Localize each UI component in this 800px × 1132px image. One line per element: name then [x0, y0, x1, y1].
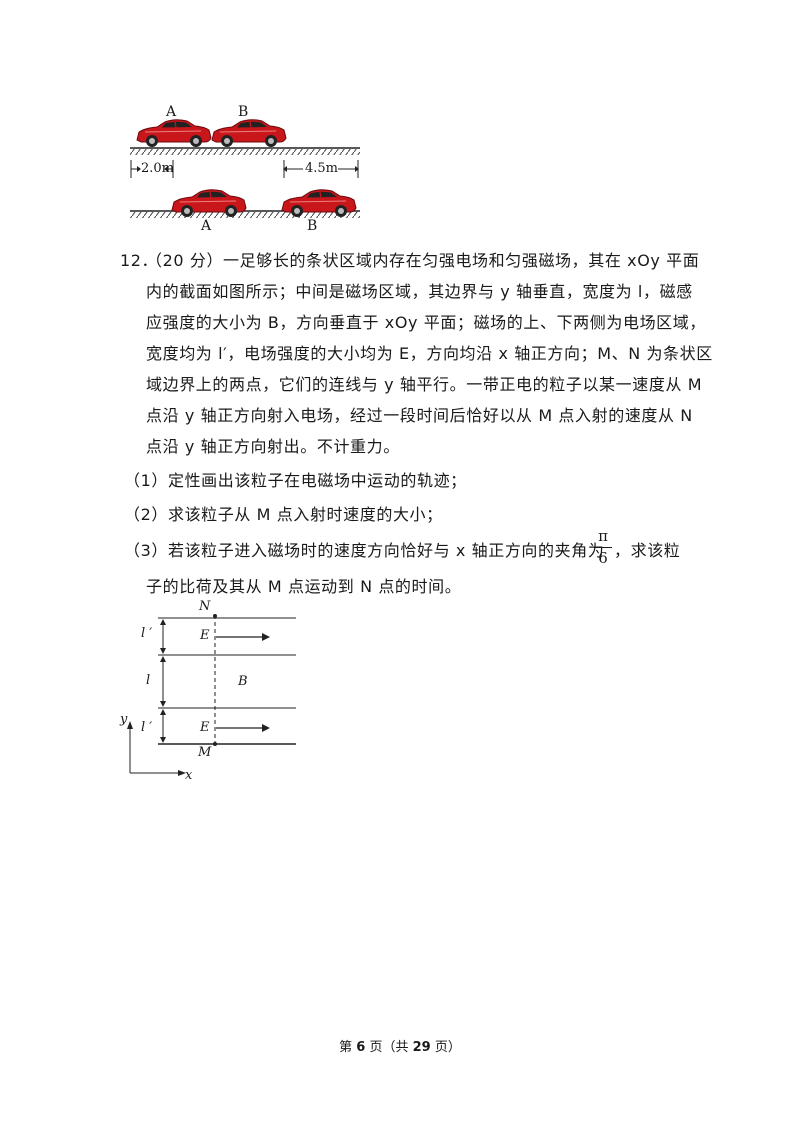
- label-b-top: B: [238, 104, 249, 120]
- label-l-prime-top: l ′: [141, 626, 153, 641]
- ground-hatch-bottom: [130, 212, 360, 218]
- problem-line-1: （20 分）一足够长的条状区域内存在匀强电场和匀强磁场，其在 xOy 平面: [146, 251, 700, 270]
- question-3-line-2: 子的比荷及其从 M 点运动到 N 点的时间。: [146, 577, 462, 596]
- label-e-bottom: E: [200, 720, 210, 735]
- label-l-prime-bottom: l ′: [141, 720, 153, 735]
- footer-suffix: 页）: [430, 1040, 461, 1055]
- label-a-bottom: A: [201, 218, 212, 234]
- fraction-bar: [594, 547, 612, 548]
- car-figure-drawing: [130, 119, 360, 218]
- label-l: l: [146, 673, 151, 688]
- axis-x-label: x: [185, 768, 193, 783]
- car-figure: A B 2.0m 4.5m A B: [0, 0, 800, 240]
- ground-hatch-top: [130, 149, 360, 155]
- problem-number: 12．: [120, 251, 159, 270]
- label-b-field: B: [238, 674, 248, 689]
- axis-y-label: y: [120, 712, 128, 727]
- field-figure: N M l ′ l l ′ E B E y x: [0, 595, 800, 795]
- label-e-top: E: [200, 628, 210, 643]
- footer-middle: 页（共: [365, 1040, 413, 1055]
- question-3-part-1: （3）若该粒子进入磁场时的速度方向恰好与 x 轴正方向的夹角为: [124, 541, 605, 560]
- point-n: [213, 614, 217, 618]
- label-b-bottom: B: [307, 218, 318, 234]
- question-1: （1）定性画出该粒子在电磁场中运动的轨迹；: [124, 471, 467, 490]
- problem-line-3: 应强度的大小为 B，方向垂直于 xOy 平面；磁场的上、下两侧为电场区域，: [146, 313, 706, 332]
- footer-prefix: 第: [339, 1040, 357, 1055]
- footer-page-number: 6: [356, 1040, 366, 1055]
- label-n: N: [199, 599, 211, 614]
- problem-line-6: 点沿 y 轴正方向射入电场，经过一段时间后恰好以从 M 点入射的速度从 N: [146, 406, 693, 425]
- car-a-top: [136, 119, 212, 148]
- footer-total-pages: 29: [412, 1040, 431, 1055]
- point-m: [213, 742, 217, 746]
- problem-line-7: 点沿 y 轴正方向射出。不计重力。: [146, 437, 400, 456]
- label-m: M: [198, 745, 212, 760]
- field-figure-drawing: [127, 614, 296, 776]
- fraction-numerator: π: [598, 527, 608, 545]
- problem-line-4: 宽度均为 l′，电场强度的大小均为 E，方向均沿 x 轴正方向；M、N 为条状区: [146, 344, 713, 363]
- problem-line-2: 内的截面如图所示；中间是磁场区域，其边界与 y 轴垂直，宽度为 l，磁感: [146, 282, 693, 301]
- car-b-top: [211, 119, 287, 148]
- dist-left-label: 2.0m: [141, 161, 175, 176]
- fraction-denominator: 6: [598, 549, 608, 567]
- dist-right-label: 4.5m: [305, 161, 339, 176]
- question-3-part-2: ，求该粒: [614, 541, 681, 560]
- problem-line-5: 域边界上的两点，它们的连线与 y 轴平行。一带正电的粒子以某一速度从 M: [146, 375, 703, 394]
- page-footer: 第 6 页（共 29 页）: [0, 1036, 800, 1055]
- question-2: （2）求该粒子从 M 点入射时速度的大小；: [124, 505, 443, 524]
- label-a-top: A: [166, 104, 177, 120]
